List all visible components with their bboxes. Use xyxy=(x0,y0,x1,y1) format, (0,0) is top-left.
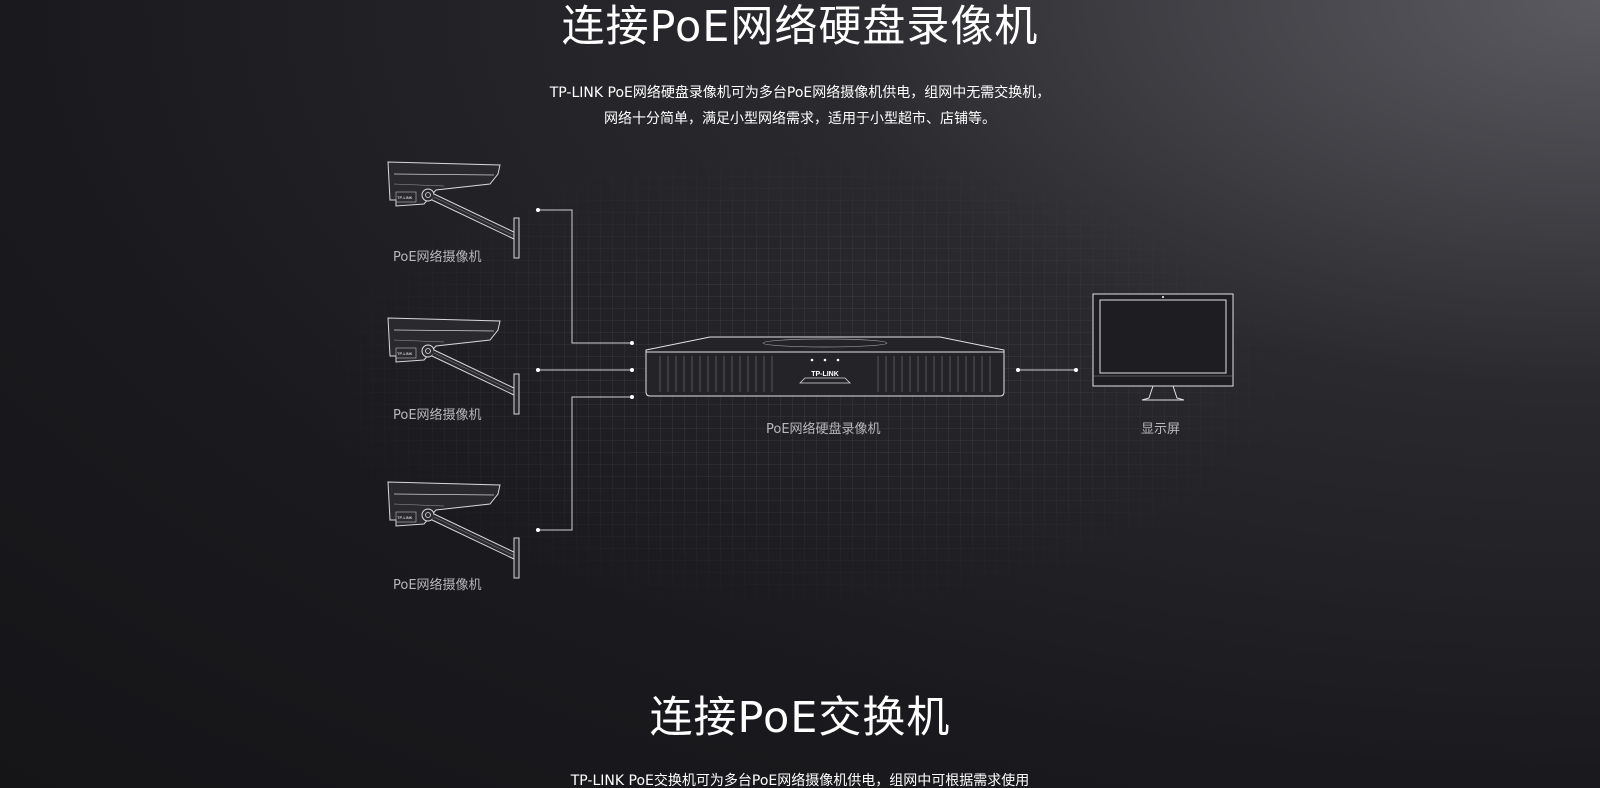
camera-icon-3 xyxy=(387,481,520,579)
nvr-device-icon: TP-LINK xyxy=(645,336,1005,397)
description-line-1: TP-LINK PoE网络硬盘录像机可为多台PoE网络摄像机供电，组网中无需交换… xyxy=(549,85,1051,101)
section-title-nvr: 连接PoE网络硬盘录像机 xyxy=(561,2,1039,52)
section-description-nvr: TP-LINK PoE网络硬盘录像机可为多台PoE网络摄像机供电，组网中无需交换… xyxy=(0,80,1600,132)
monitor-icon xyxy=(1092,293,1234,401)
connection-dots xyxy=(536,208,1078,532)
camera-icon-2 xyxy=(387,317,520,415)
nvr-label: PoE网络硬盘录像机 xyxy=(766,422,881,437)
description-line-2: 网络十分简单，满足小型网络需求，适用于小型超市、店铺等。 xyxy=(604,111,996,127)
camera-label-1: PoE网络摄像机 xyxy=(393,250,482,265)
camera-icon-1 xyxy=(387,161,520,259)
monitor-label: 显示屏 xyxy=(1141,422,1181,437)
nvr-brand-logo: TP-LINK xyxy=(811,371,839,378)
description-line-1: TP-LINK PoE交换机可为多台PoE网络摄像机供电，组网中可根据需求使用 xyxy=(570,773,1030,788)
section-title-switch: 连接PoE交换机 xyxy=(649,693,951,743)
section-description-switch: TP-LINK PoE交换机可为多台PoE网络摄像机供电，组网中可根据需求使用 xyxy=(0,768,1600,788)
camera-label-2: PoE网络摄像机 xyxy=(393,408,482,423)
camera-label-3: PoE网络摄像机 xyxy=(393,578,482,593)
connection-lines xyxy=(538,209,1076,531)
